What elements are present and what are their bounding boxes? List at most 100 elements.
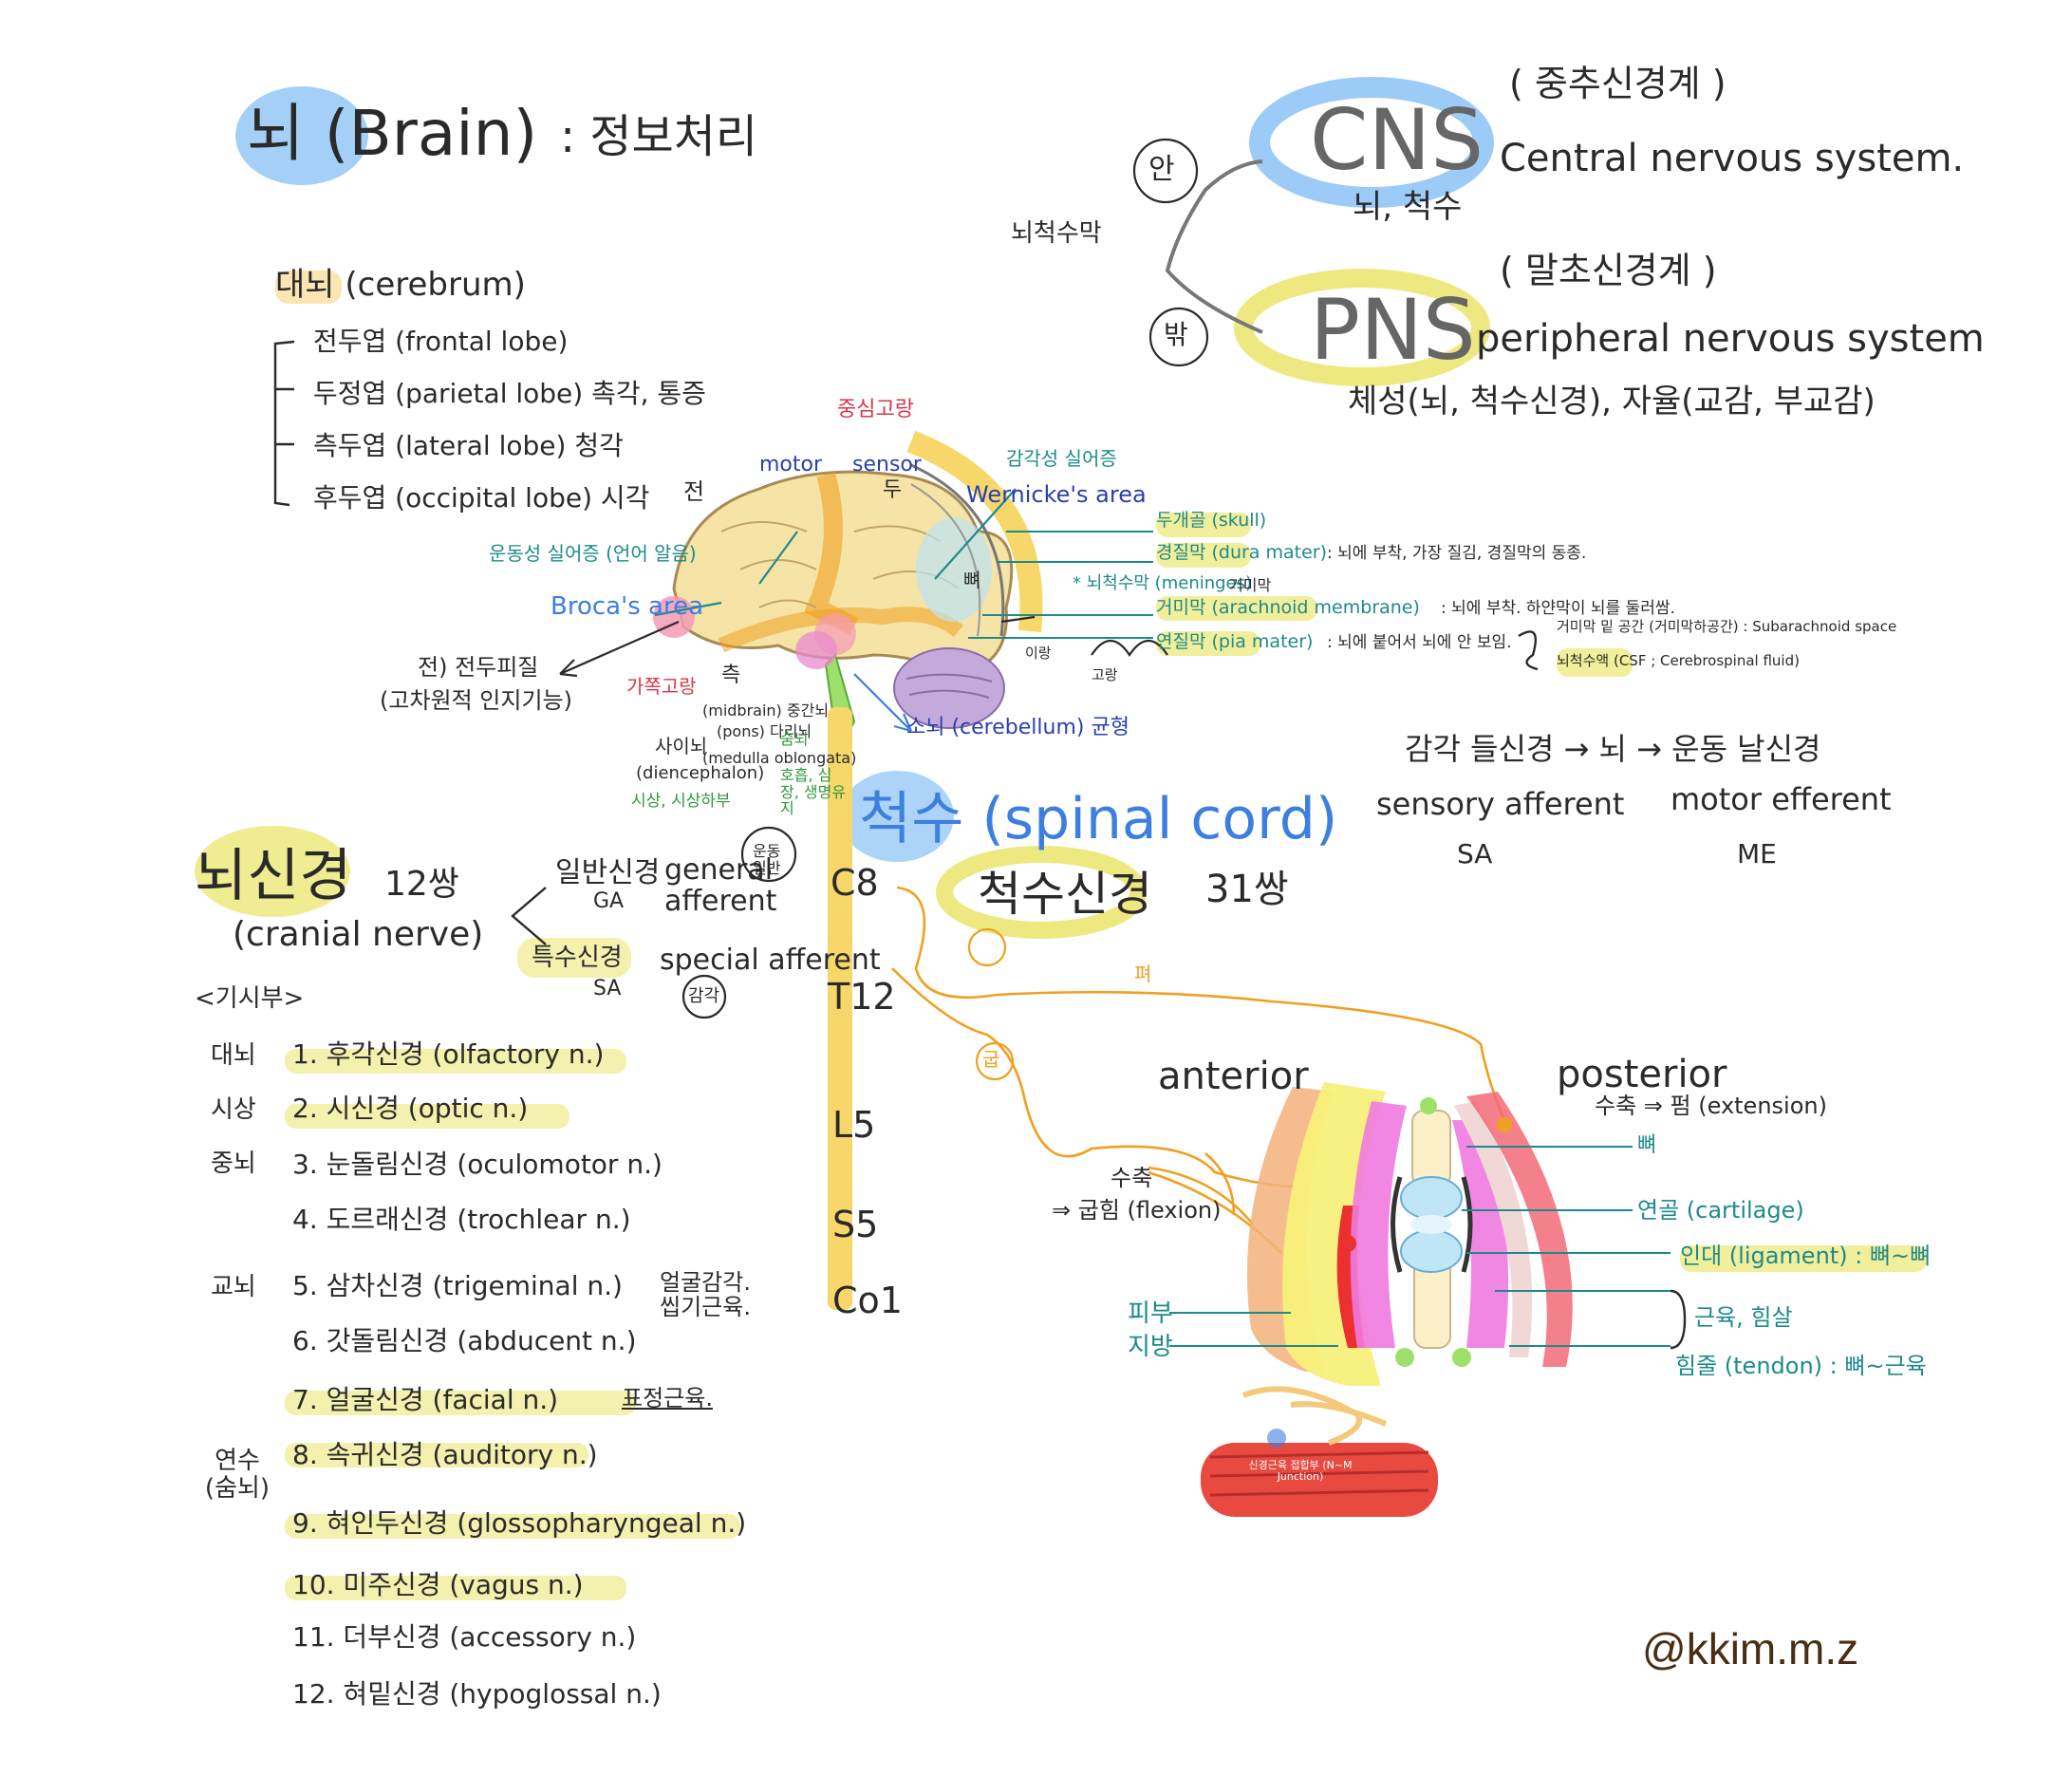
spinal-level-c8: C8 (831, 862, 879, 904)
me-en: motor efferent (1671, 781, 1892, 817)
prefrontal-desc: (고차원적 인지기능) (380, 687, 572, 714)
pons-label: (pons) 다리뇌 (717, 722, 812, 740)
muscle-bundle (1201, 1386, 1438, 1517)
arachnoid-mark: 거미막 (1229, 576, 1272, 594)
spinal-level-l5: L5 (832, 1104, 876, 1146)
wernicke-label: Wernicke's area (966, 481, 1147, 508)
brace-label: 뇌척수막 (1011, 219, 1102, 248)
lobe-parietal: 두정엽 (parietal lobe) 촉각, 통증 (313, 378, 706, 409)
medulla-desc: 호흡, 심장, 생명유지 (780, 766, 847, 818)
fat-label: 지방 (1128, 1333, 1173, 1361)
circle-marks (681, 138, 1209, 1081)
pia-note: : 뇌에 붙어서 뇌에 안 보임. (1327, 633, 1512, 652)
cranial-en: (cranial nerve) (233, 915, 484, 954)
cns-label: CNS (1310, 91, 1484, 189)
lobe-temporal: 측두엽 (lateral lobe) 청각 (313, 430, 624, 461)
cranial-nerve-7: 7. 얼굴신경 (facial n.) (292, 1384, 559, 1415)
lobe-occipital: 후두엽 (occipital lobe) 시각 (313, 482, 650, 514)
sa-circle: 감각 (688, 986, 720, 1006)
ga-circle: 운동일반 (753, 842, 781, 877)
sensor-mark: 두 (883, 478, 903, 502)
brain-title: 뇌 (Brain) (247, 97, 538, 170)
cranial-nerve-3: 3. 눈돌림신경 (oculomotor n.) (292, 1149, 663, 1180)
extension-label: 수축 ⇒ 펌 (extension) (1595, 1093, 1827, 1119)
midbrain-label: (midbrain) 중간뇌 (702, 701, 830, 720)
medulla-label: (medulla oblongata) (702, 749, 857, 767)
cerebellum-label: 소뇌 (cerebellum) 균형 (906, 716, 1129, 739)
ga-abbr: GA (593, 889, 625, 913)
pns-kr: ( 말초신경계 ) (1500, 250, 1717, 291)
lobe-frontal: 전두엽 (frontal lobe) (313, 326, 569, 357)
cranial-pairs: 12쌍 (384, 865, 459, 904)
lateral-sulcus-label: 가쪽고랑 (626, 675, 697, 698)
diencephalon-en: (diencephalon) (636, 763, 765, 783)
arachnoid-label: 거미막 (arachnoid membrane) (1156, 597, 1420, 618)
nerve-paths (891, 886, 1511, 1254)
broca-label: Broca's area (551, 592, 704, 621)
cranial-nerve-6: 6. 갓돌림신경 (abducent n.) (292, 1325, 637, 1356)
prefrontal-label: 전) 전두피질 (418, 654, 539, 681)
layer-mark: 뼈 (963, 569, 981, 591)
flex-mark: 굽 (982, 1048, 1000, 1071)
cns-parts: 뇌, 척수 (1353, 188, 1463, 226)
subarachnoid-label: 거미막 밑 공간 (거미막하공간) : Subarachnoid space (1557, 618, 1897, 635)
cranial-nerve-12: 12. 혀밑신경 (hypoglossal n.) (292, 1678, 662, 1710)
sensory-aphasia-label: 감각성 실어증 (1006, 447, 1117, 470)
front-mark: 전 (683, 478, 705, 505)
cranial-nerve-8: 8. 속귀신경 (auditory n.) (292, 1439, 598, 1470)
cartilage-label: 연골 (cartilage) (1637, 1197, 1804, 1224)
cranial-nerve-4: 4. 도르래신경 (trochlear n.) (292, 1204, 631, 1235)
sa-en-cranial: special afferent (660, 944, 881, 977)
dura-label: 경질막 (dura mater) (1156, 542, 1328, 563)
skull-label: 두개골 (skull) (1156, 510, 1267, 531)
sa-en: sensory afferent (1376, 786, 1625, 822)
pns-parts: 체성(뇌, 척수신경), 자율(교감, 부교감) (1348, 383, 1876, 421)
anterior-label: anterior (1158, 1055, 1309, 1098)
medulla-note: 숨뇌 (780, 730, 809, 748)
gyrus-label: 이랑 (1025, 645, 1052, 662)
cranial-nerve-10: 10. 미주신경 (vagus n.) (292, 1569, 584, 1600)
brain-subtitle: : 정보처리 (560, 110, 758, 163)
spinal-cord-column (828, 707, 852, 1310)
meninges-leaders (968, 531, 1153, 639)
diencephalon-note: 시상, 시상하부 (631, 792, 731, 811)
cns-kr: ( 중추신경계 ) (1509, 63, 1727, 104)
spinal-pairs: 31쌍 (1205, 868, 1289, 911)
arachnoid-note: : 뇌에 부착. 하얀막이 뇌를 둘러쌈. (1441, 599, 1675, 618)
brain-illustration (653, 470, 1014, 732)
diencephalon-label: 사이뇌 (655, 735, 708, 757)
csf-label: 뇌척수액 (CSF ; Cerebrospinal fluid) (1557, 652, 1800, 669)
origin-header: <기시부> (195, 984, 305, 1013)
skin-label: 피부 (1128, 1299, 1173, 1328)
highlights (195, 77, 1927, 1600)
flexion-top-label: 수축 (1111, 1165, 1153, 1191)
cerebrum-label: 대뇌 (cerebrum) (275, 266, 526, 304)
spinal-level-s5: S5 (832, 1204, 879, 1245)
flexion-label: ⇒ 굽힘 (flexion) (1052, 1197, 1222, 1224)
braces (273, 159, 1687, 1350)
joint-illustration (1246, 1082, 1573, 1386)
sa-abbr-cranial: SA (593, 977, 622, 1000)
cranial-title: 뇌신경 (195, 843, 352, 909)
cranial-note-5: 얼굴감각. 씹기근육. (660, 1269, 751, 1321)
dura-note: : 뇌에 부착, 가장 질김, 경질막의 동종. (1327, 544, 1587, 563)
cns-en: Central nervous system. (1500, 137, 1965, 180)
cranial-nerve-11: 11. 더부신경 (accessory n.) (292, 1621, 637, 1653)
outer-label: 밖 (1164, 319, 1188, 350)
cranial-nerve-5: 5. 삼차신경 (trigeminal n.) (292, 1270, 623, 1301)
ga-kr: 일반신경 (555, 856, 661, 889)
meninges-label: * 뇌척수막 (meninges) (1073, 573, 1253, 593)
ext-mark: 펴 (1134, 963, 1152, 985)
pia-label: 연질막 (pia mater) (1156, 631, 1314, 652)
arrows (559, 488, 1036, 733)
central-sulcus-label: 중심고랑 (837, 398, 914, 421)
sensor-label: sensor (852, 453, 922, 477)
author-credit: @kkim.m.z (1642, 1624, 1859, 1673)
joint-leaders (1169, 1146, 1671, 1347)
origin-thalamus: 시상 (211, 1095, 256, 1124)
inner-label: 안 (1148, 153, 1175, 186)
meninges-arcs (906, 430, 1168, 657)
cranial-nerve-2: 2. 시신경 (optic n.) (292, 1093, 529, 1124)
ligament-label: 인대 (ligament) : 뼈~뼈 (1680, 1243, 1932, 1269)
